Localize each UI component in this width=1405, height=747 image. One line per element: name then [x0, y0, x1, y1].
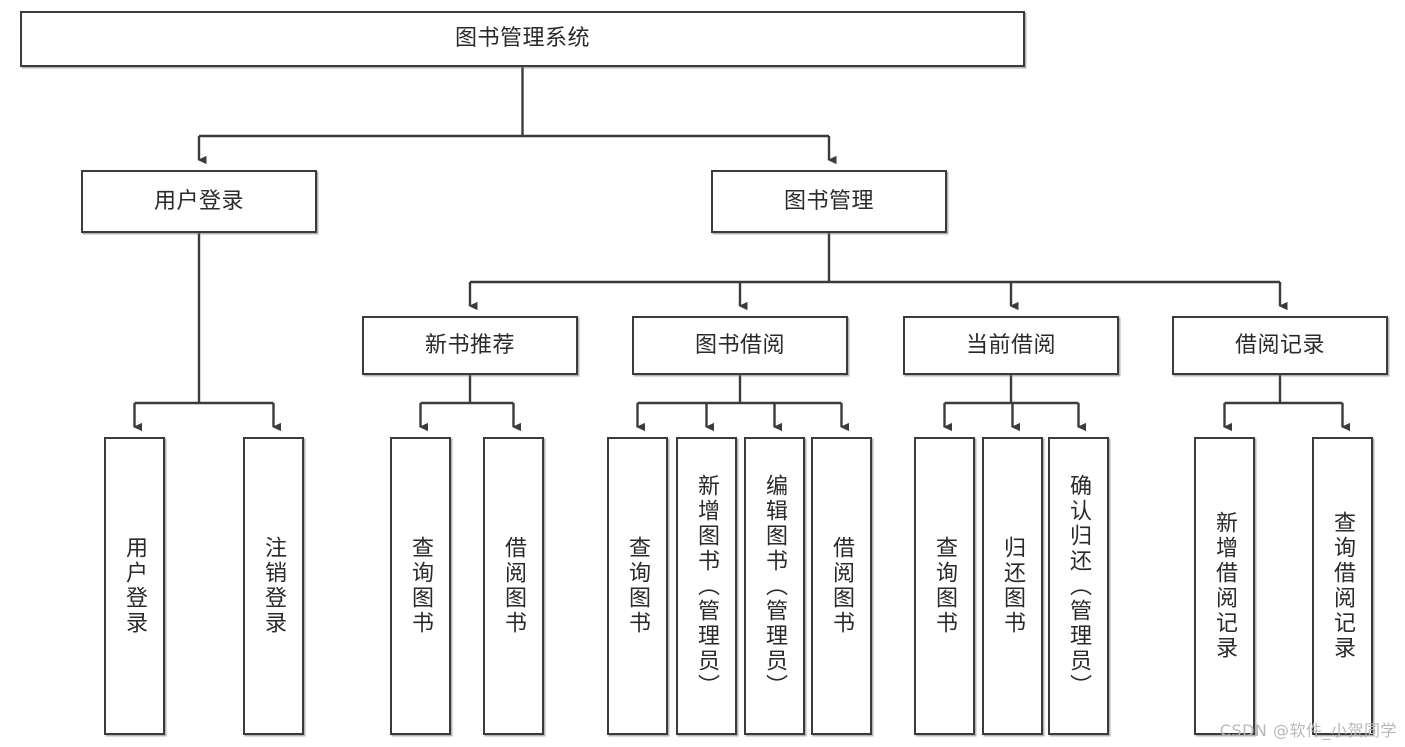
node-leaf-user-login[interactable]: 用户登录 [104, 437, 165, 735]
node-label: 新增借阅记录 [1212, 511, 1238, 661]
node-leaf-user-logout[interactable]: 注销登录 [243, 437, 304, 735]
node-label: 查询图书 [408, 536, 434, 636]
node-label: 图书借阅 [694, 332, 785, 358]
node-label: 图书管理系统 [454, 26, 590, 52]
node-leaf-query-book-borrow[interactable]: 查询图书 [607, 437, 668, 735]
node-label: 查询图书 [625, 536, 651, 636]
node-label: 图书管理 [783, 188, 874, 214]
node-leaf-edit-book-admin[interactable]: 编辑图书（管理员） [744, 437, 805, 735]
node-book-borrow[interactable]: 图书借阅 [632, 316, 848, 375]
node-book-manage[interactable]: 图书管理 [711, 170, 947, 233]
node-new-book-rec[interactable]: 新书推荐 [362, 316, 578, 375]
node-current-borrow[interactable]: 当前借阅 [903, 316, 1119, 375]
node-label: 借阅图书 [829, 536, 855, 636]
node-label: 查询借阅记录 [1330, 511, 1356, 661]
node-label: 新增图书（管理员） [694, 473, 720, 699]
node-label: 编辑图书（管理员） [762, 473, 788, 699]
node-label: 借阅图书 [501, 536, 527, 636]
node-leaf-confirm-return-admin[interactable]: 确认归还（管理员） [1048, 437, 1109, 735]
node-label: 注销登录 [261, 536, 287, 636]
node-leaf-borrow-book[interactable]: 借阅图书 [811, 437, 872, 735]
node-borrow-record[interactable]: 借阅记录 [1172, 316, 1388, 375]
node-leaf-return-book[interactable]: 归还图书 [982, 437, 1043, 735]
node-user-login[interactable]: 用户登录 [81, 170, 317, 233]
node-leaf-query-book-cur[interactable]: 查询图书 [914, 437, 975, 735]
node-label: 用户登录 [122, 536, 148, 636]
node-label: 新书推荐 [424, 332, 515, 358]
node-label: 用户登录 [153, 188, 244, 214]
node-leaf-add-book-admin[interactable]: 新增图书（管理员） [676, 437, 737, 735]
node-label: 确认归还（管理员） [1066, 473, 1092, 699]
watermark-text: CSDN @软件_小贺同学 [1219, 721, 1397, 740]
node-leaf-query-borrow-record[interactable]: 查询借阅记录 [1312, 437, 1373, 735]
node-leaf-borrow-book-rec[interactable]: 借阅图书 [483, 437, 544, 735]
node-label: 查询图书 [932, 536, 958, 636]
node-leaf-query-book-rec[interactable]: 查询图书 [390, 437, 451, 735]
node-label: 归还图书 [1000, 536, 1026, 636]
node-label: 借阅记录 [1234, 332, 1325, 358]
node-root[interactable]: 图书管理系统 [20, 11, 1025, 67]
node-leaf-add-borrow-record[interactable]: 新增借阅记录 [1194, 437, 1255, 735]
node-label: 当前借阅 [965, 332, 1056, 358]
